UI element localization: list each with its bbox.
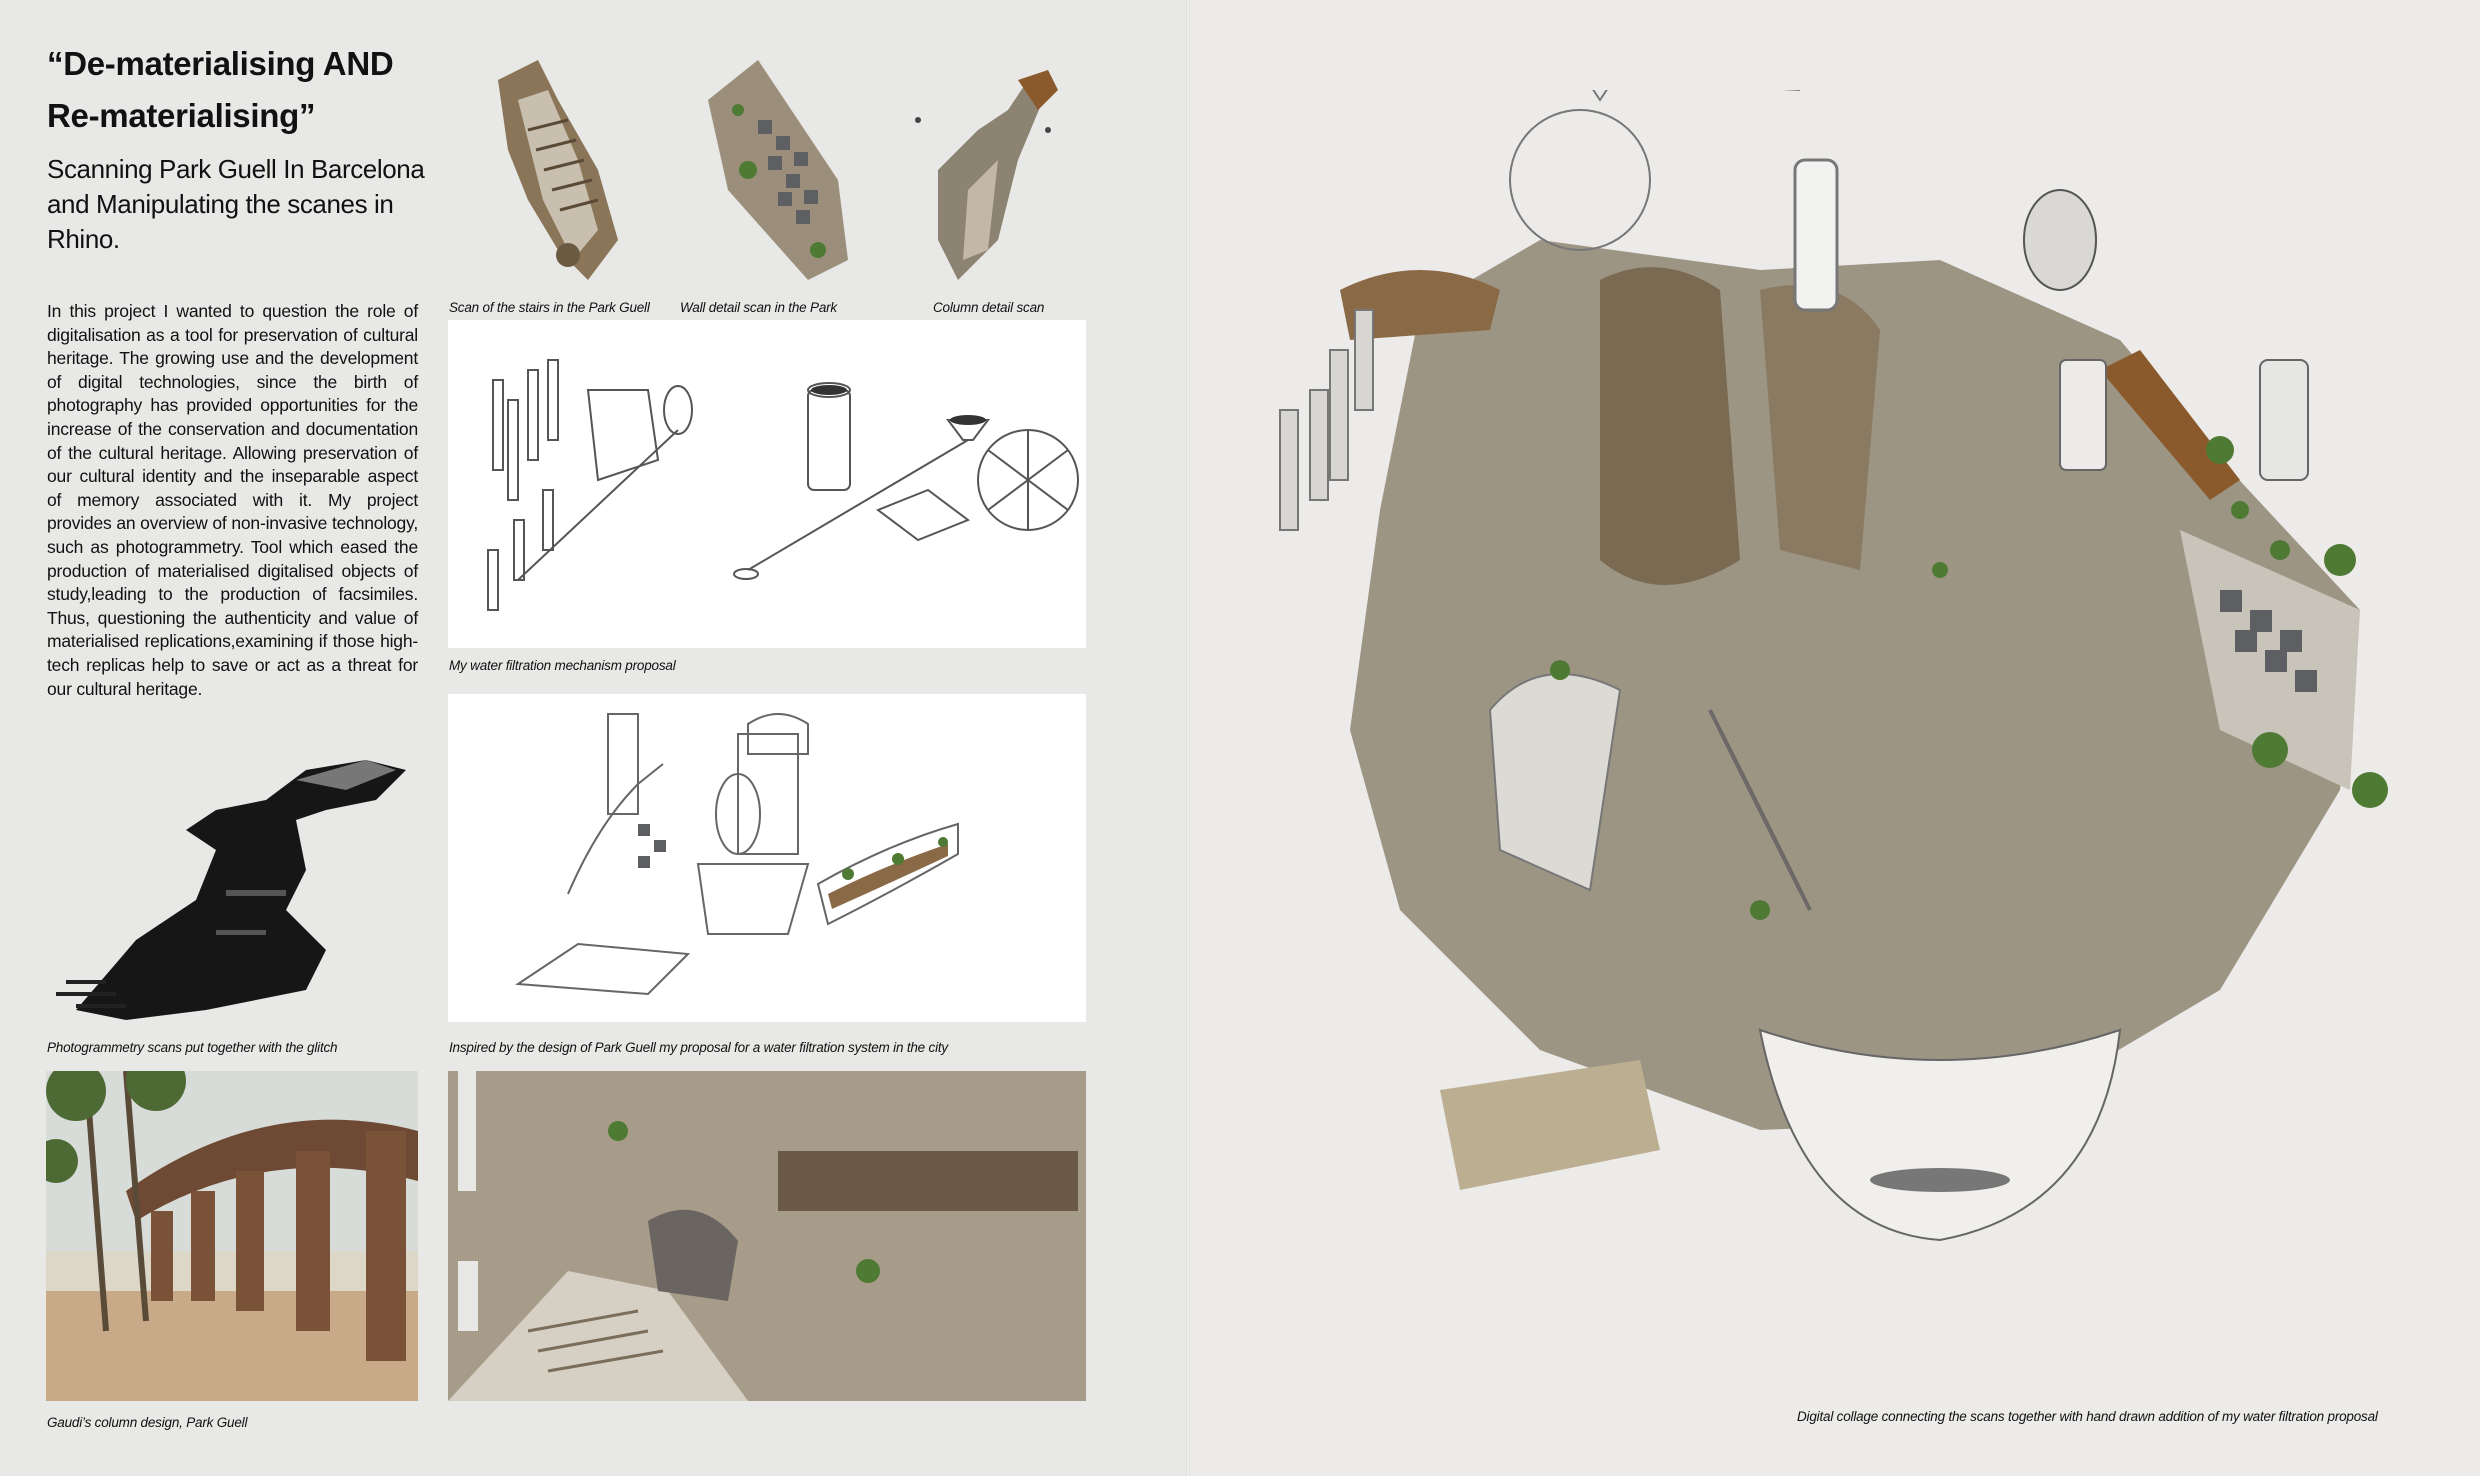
caption-digital-collage: Digital collage connecting the scans tog…: [1797, 1409, 2378, 1424]
wall-scan-image: [668, 40, 868, 295]
filtration-mechanism-sketch: [448, 320, 1086, 648]
page-title: “De-materialising AND Re-materialising”: [47, 45, 394, 134]
digital-collage-image: [1240, 90, 2400, 1330]
gaudi-columns-photo: [46, 1071, 418, 1401]
photogrammetry-glitch-image: [46, 740, 430, 1040]
caption-filtration-system: Inspired by the design of Park Guell my …: [449, 1040, 948, 1055]
project-description: In this project I wanted to question the…: [47, 301, 418, 699]
stairs-scan-image: [448, 40, 658, 295]
caption-wall-scan: Wall detail scan in the Park: [680, 300, 837, 315]
caption-gaudi-columns: Gaudi’s column design, Park Guell: [47, 1415, 248, 1430]
caption-photogrammetry-glitch: Photogrammetry scans put together with t…: [47, 1040, 338, 1055]
caption-stairs-scan: Scan of the stairs in the Park Guell: [449, 300, 650, 315]
page-subtitle: Scanning Park Guell In Barcelona and Man…: [47, 154, 425, 254]
filtration-system-drawing: [448, 694, 1086, 1022]
collage-detail-image: [448, 1071, 1086, 1401]
caption-column-scan: Column detail scan: [933, 300, 1045, 315]
caption-filtration-mechanism: My water filtration mechanism proposal: [449, 658, 676, 673]
book-spine: [1186, 0, 1190, 1476]
column-scan-image: [878, 40, 1094, 295]
